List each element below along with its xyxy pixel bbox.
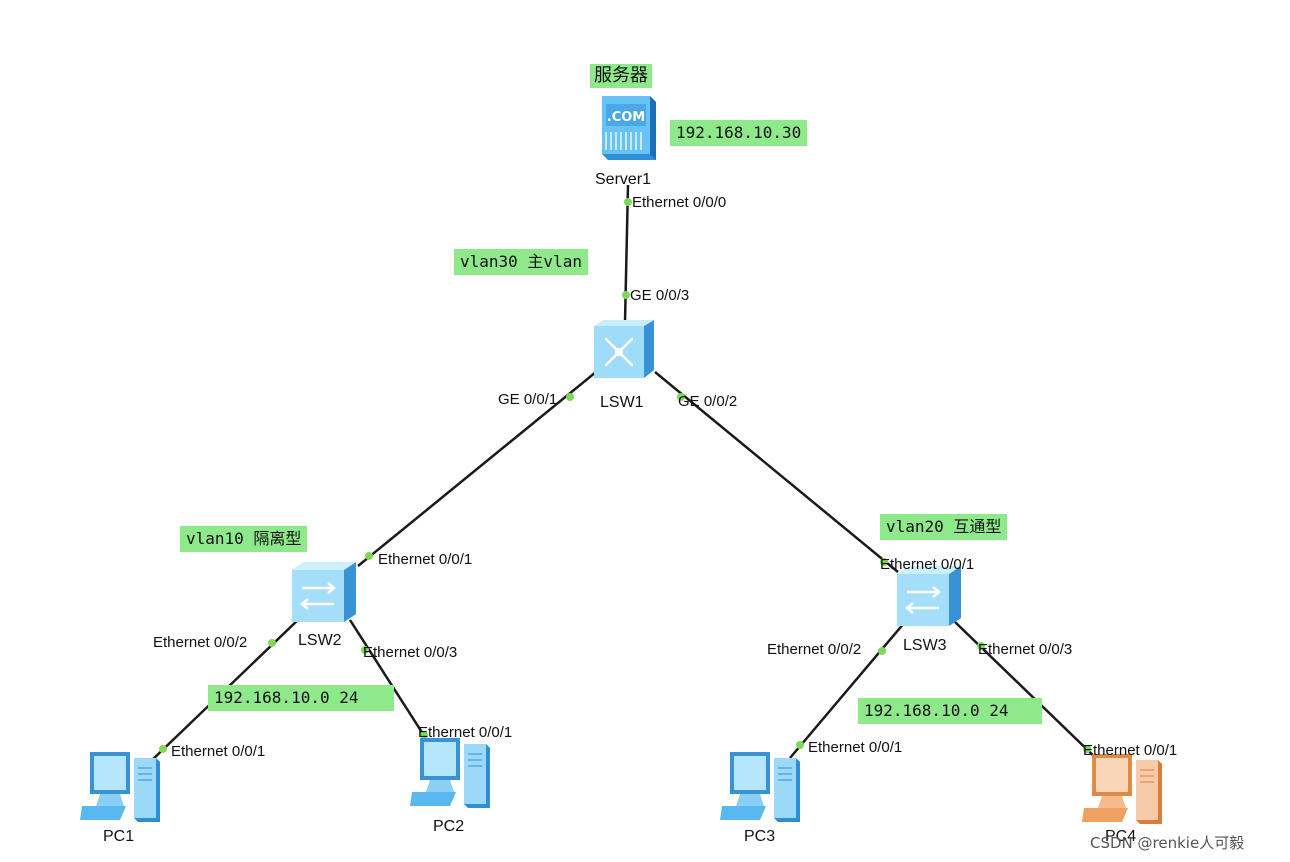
port-dot	[420, 731, 428, 739]
port-dot	[796, 741, 804, 749]
port-dot	[977, 642, 985, 650]
server-title-note: 服务器	[590, 64, 652, 88]
device-label-pc2: PC2	[433, 818, 465, 835]
port-dot	[624, 198, 632, 206]
vlan10-note: vlan10 隔离型	[180, 526, 308, 552]
subnet-right-note: 192.168.10.0 24	[858, 698, 1042, 724]
pc-icon[interactable]	[80, 752, 162, 824]
link-server-lsw1	[623, 184, 630, 323]
device-label-server1: Server1	[595, 171, 652, 188]
port-dot	[159, 745, 167, 753]
port-dot	[878, 647, 886, 655]
port-label: GE 0/0/3	[630, 287, 690, 304]
port-dot	[365, 552, 373, 560]
link-lsw1-lsw2	[357, 371, 597, 567]
port-label: Ethernet 0/0/1	[171, 743, 266, 760]
subnet-left-note: 192.168.10.0 24	[208, 685, 394, 711]
port-label: Ethernet 0/0/2	[767, 641, 862, 658]
switch-icon[interactable]	[288, 562, 360, 624]
port-label: Ethernet 0/0/2	[153, 634, 248, 651]
port-label: Ethernet 0/0/3	[363, 644, 458, 661]
link-lsw1-lsw3	[654, 371, 899, 573]
port-label: Ethernet 0/0/1	[418, 724, 513, 741]
port-dot	[677, 393, 685, 401]
port-label: GE 0/0/1	[498, 391, 558, 408]
device-label-pc4: PC4	[1105, 828, 1137, 845]
svg-text:.COM: .COM	[607, 110, 645, 125]
port-label: Ethernet 0/0/3	[978, 641, 1073, 658]
port-dot	[566, 393, 574, 401]
port-dot	[268, 639, 276, 647]
port-label: Ethernet 0/0/1	[378, 551, 473, 568]
port-dot	[1083, 745, 1091, 753]
port-label: Ethernet 0/0/0	[632, 194, 727, 211]
pc-icon[interactable]	[410, 738, 492, 810]
port-label: GE 0/0/2	[678, 393, 738, 410]
server-ip-note: 192.168.10.30	[670, 120, 808, 146]
vlan20-note: vlan20 互通型	[880, 514, 1008, 540]
device-label-lsw3: LSW3	[903, 637, 947, 654]
port-label: Ethernet 0/0/1	[1083, 742, 1178, 759]
device-label-pc1: PC1	[103, 828, 135, 845]
device-label-lsw1: LSW1	[600, 394, 644, 411]
pc-icon[interactable]	[1082, 754, 1164, 826]
link-lsw2-pc2	[348, 619, 434, 749]
server-icon[interactable]: .COM	[596, 94, 660, 162]
port-dot	[361, 646, 369, 654]
port-label: Ethernet 0/0/1	[808, 739, 903, 756]
vlan30-note: vlan30 主vlan	[454, 249, 588, 275]
device-label-pc3: PC3	[744, 828, 776, 845]
watermark-text: CSDN @renkie人可毅	[1090, 834, 1245, 852]
link-lsw3-pc3	[789, 621, 906, 759]
device-label-lsw2: LSW2	[298, 632, 342, 649]
layer3-switch-icon[interactable]	[590, 320, 660, 380]
port-label: Ethernet 0/0/1	[880, 556, 975, 573]
port-dot	[880, 558, 888, 566]
switch-icon[interactable]	[893, 566, 965, 628]
port-dot	[622, 291, 630, 299]
pc-icon[interactable]	[720, 752, 802, 824]
